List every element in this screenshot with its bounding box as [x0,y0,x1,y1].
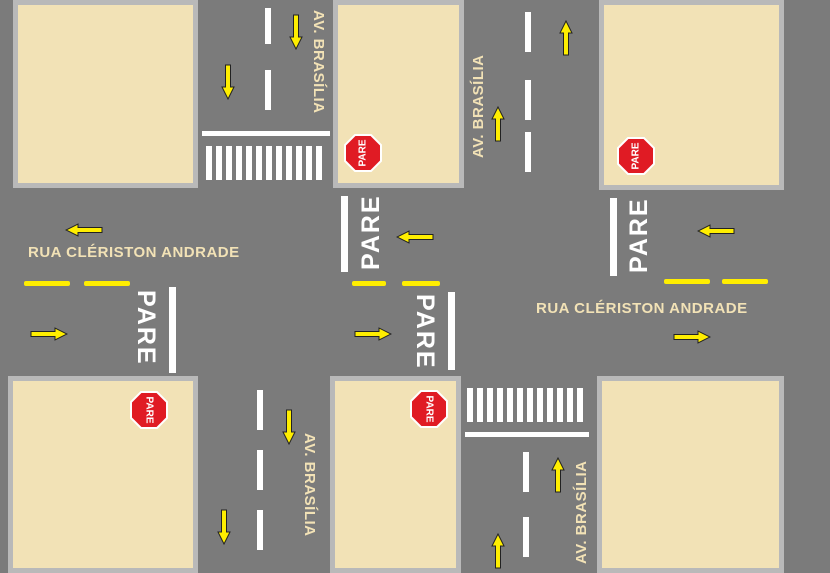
arrow-up-icon [551,457,565,493]
stop-sign-label: PARE [358,139,369,166]
block-top-left [13,0,198,188]
lane-divider [525,12,531,52]
center-line [24,281,70,286]
stop-line [610,198,617,276]
stop-line [341,196,348,272]
street-label-cross-street: RUA CLÉRISTON ANDRADE [536,300,748,317]
lane-divider [265,70,271,110]
stop-line [465,432,589,437]
center-line [664,279,710,284]
stop-line [448,292,455,370]
road-marking-pare: PARE [625,197,653,273]
stop-sign-icon: PARE [130,391,168,429]
lane-divider [257,510,263,550]
arrow-right-icon [30,327,68,341]
road-marking-pare: PARE [411,294,439,370]
stop-line [202,131,330,136]
street-label-cross-street: RUA CLÉRISTON ANDRADE [28,244,240,261]
arrow-up-icon [559,20,573,56]
stop-sign-label: PARE [423,395,434,422]
lane-divider [257,450,263,490]
arrow-left-icon [697,224,735,238]
lane-divider [265,8,271,44]
arrow-down-icon [217,509,231,545]
stop-sign-icon: PARE [344,134,382,172]
lane-divider [523,517,529,557]
stop-sign-icon: PARE [617,137,655,175]
stop-sign-icon: PARE [410,390,448,428]
road-marking-pare: PARE [132,290,160,366]
arrow-down-icon [221,64,235,100]
stop-sign-label: PARE [143,396,154,423]
center-line [402,281,440,286]
arrow-right-icon [354,327,392,341]
crosswalk [206,146,326,180]
center-line [352,281,386,286]
center-line [722,279,768,284]
arrow-right-icon [673,330,711,344]
arrow-left-icon [65,223,103,237]
street-label-avenue: AV. BRASÍLIA [310,10,327,114]
street-label-avenue: AV. BRASÍLIA [301,433,318,537]
road-marking-pare: PARE [357,194,385,270]
arrow-left-icon [396,230,434,244]
lane-divider [257,390,263,430]
arrow-down-icon [289,14,303,50]
stop-line [169,287,176,373]
lane-divider [525,132,531,172]
center-line [84,281,130,286]
street-label-avenue: AV. BRASÍLIA [470,54,487,158]
lane-divider [525,80,531,120]
arrow-up-icon [491,106,505,142]
crosswalk [467,388,587,422]
lane-divider [523,452,529,492]
block-bottom-right [597,376,784,573]
street-label-avenue: AV. BRASÍLIA [573,460,590,564]
block-bottom-left [8,376,198,573]
arrow-down-icon [282,409,296,445]
stop-sign-label: PARE [631,142,642,169]
arrow-up-icon [491,533,505,569]
